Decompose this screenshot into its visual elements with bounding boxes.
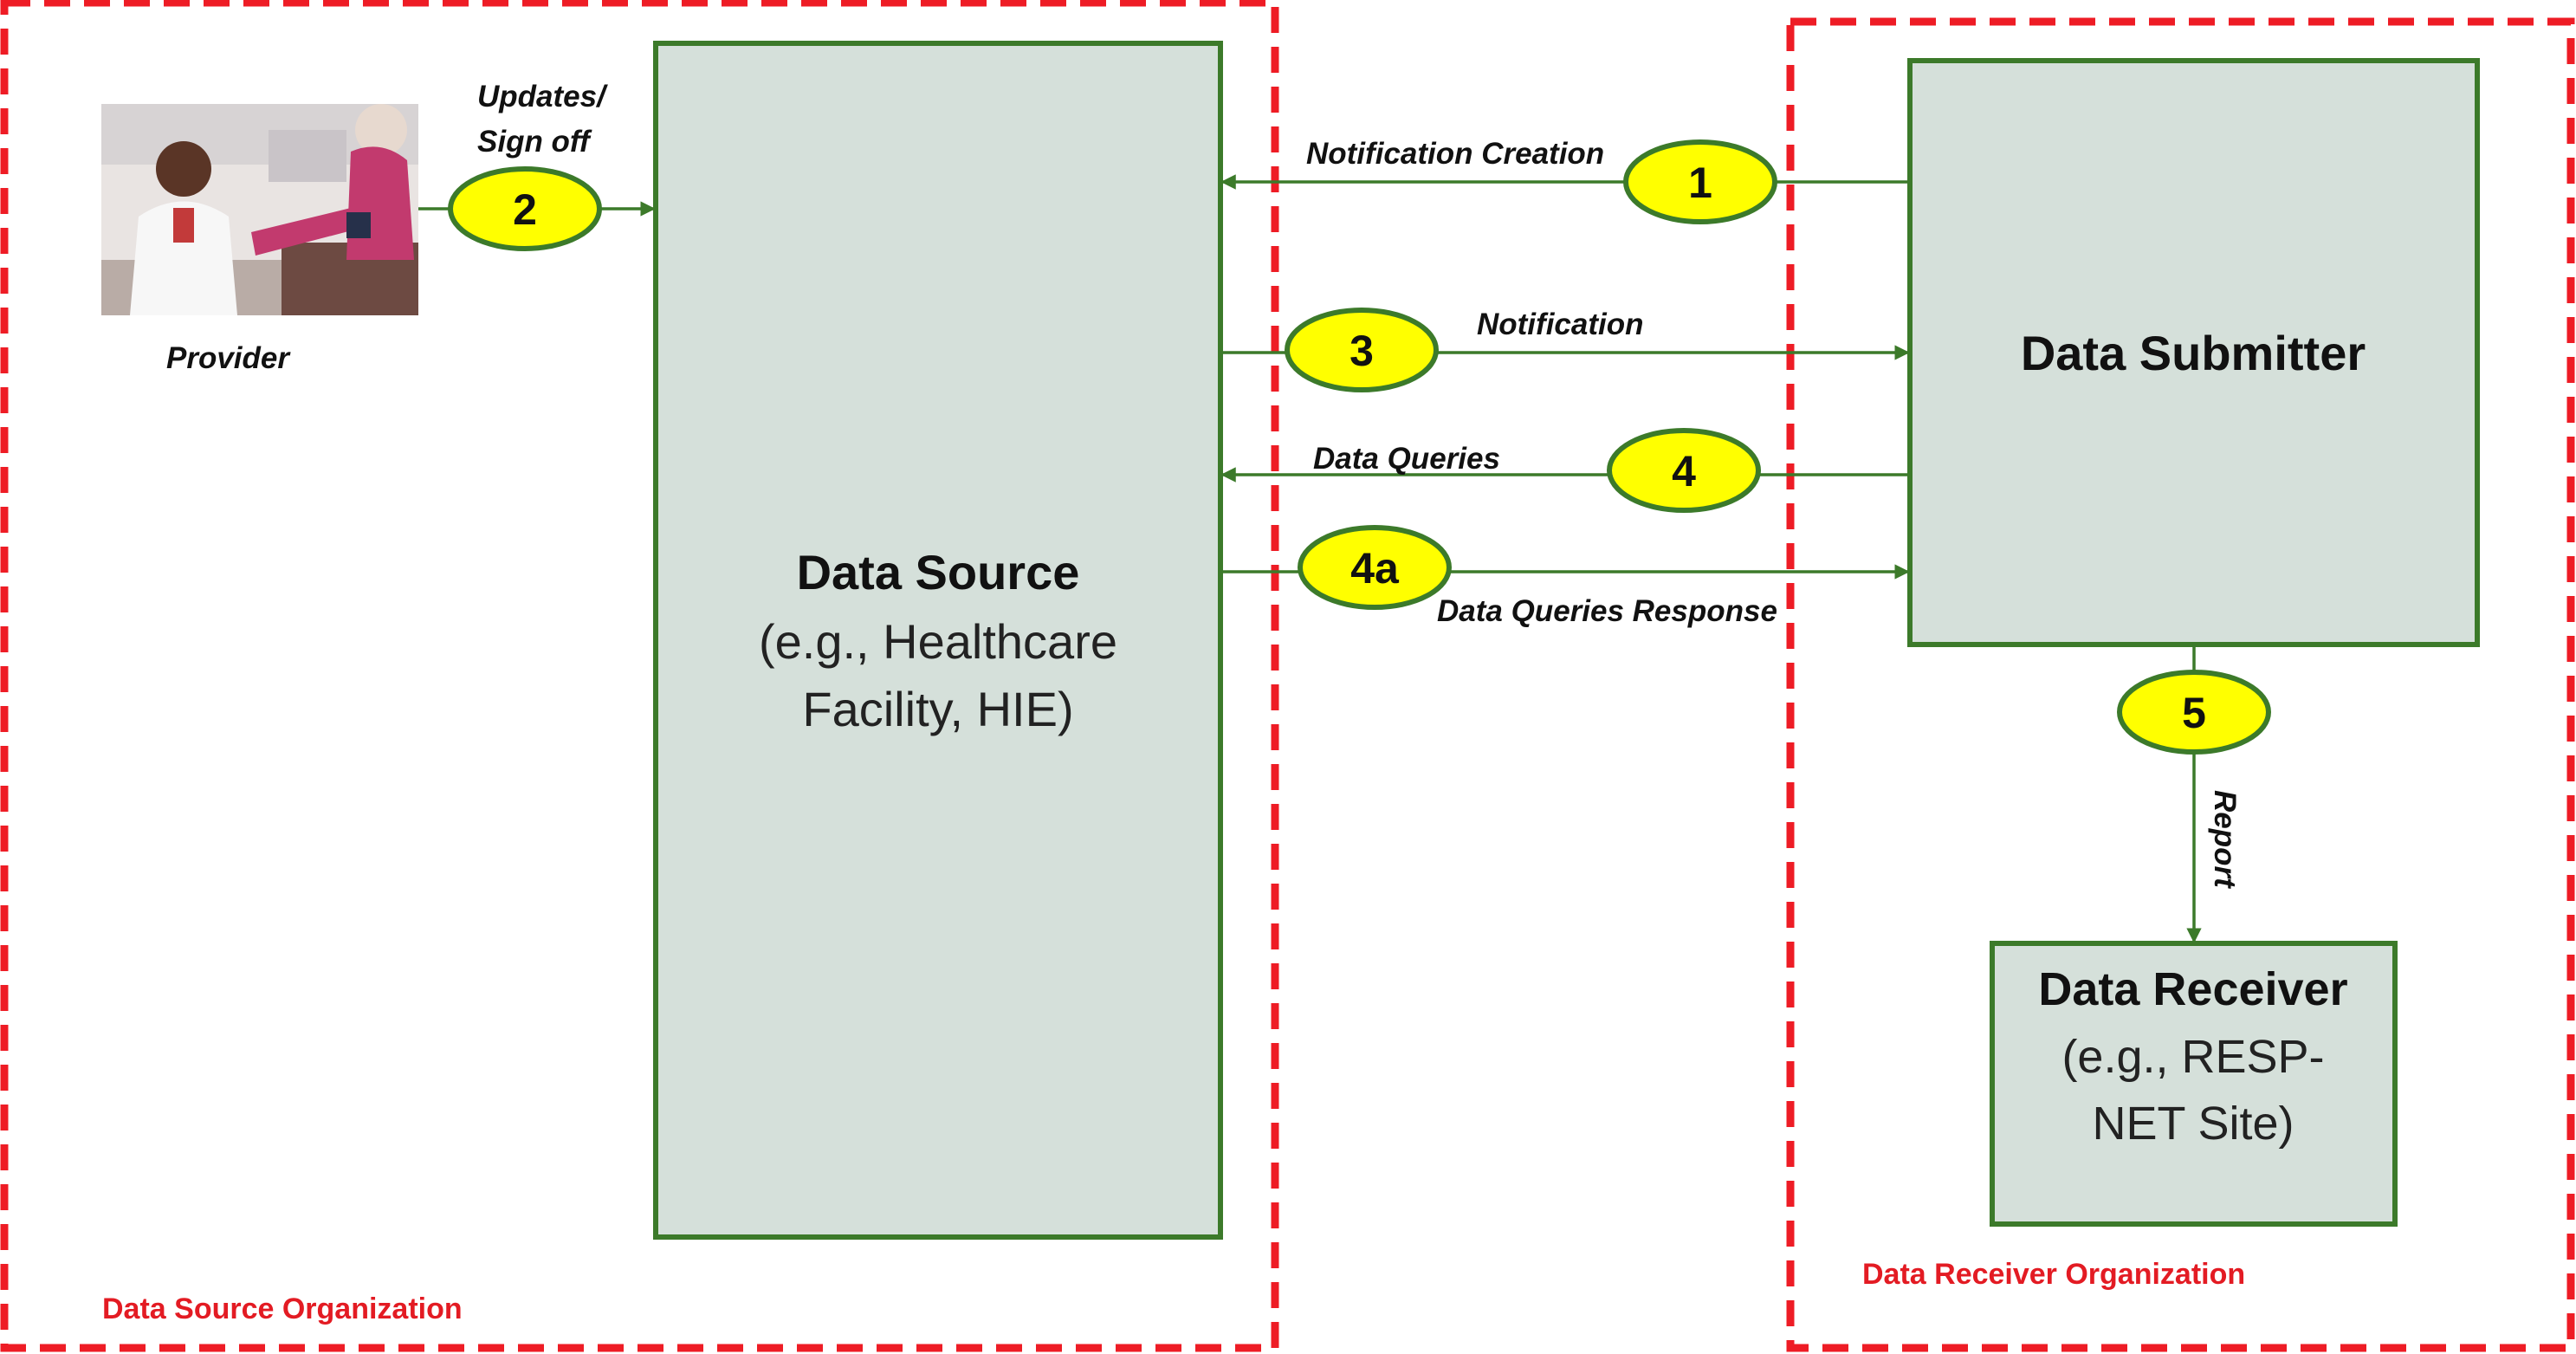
step-2-badge: 2 xyxy=(448,166,602,251)
data-receiver-organization-border xyxy=(1786,17,2575,1352)
step-4a-label: Data Queries Response xyxy=(1437,594,1777,628)
step-4-badge: 4 xyxy=(1607,428,1761,513)
step-3-label: Notification xyxy=(1477,308,1643,341)
data-receiver-organization-label: Data Receiver Organization xyxy=(1862,1258,2245,1291)
step-4-label: Data Queries xyxy=(1313,442,1500,476)
step-1-badge: 1 xyxy=(1623,139,1777,224)
data-source-example-line2: Facility, HIE) xyxy=(802,682,1073,736)
step-2-number: 2 xyxy=(513,185,537,234)
data-receiver-box: Data Receiver (e.g., RESP- NET Site) xyxy=(1990,941,2398,1227)
step-5-label: Report xyxy=(2208,790,2242,889)
step-4-number: 4 xyxy=(1672,447,1696,496)
data-submitter-title: Data Submitter xyxy=(2021,326,2366,380)
data-source-organization-border xyxy=(0,0,1279,1352)
data-source-example-line1: (e.g., Healthcare xyxy=(759,614,1117,669)
data-receiver-example-line1: (e.g., RESP- xyxy=(2061,1031,2324,1083)
step-1-number: 1 xyxy=(1688,159,1712,207)
step-3-badge: 3 xyxy=(1285,308,1439,392)
data-source-organization-label: Data Source Organization xyxy=(102,1292,463,1325)
data-submitter-box: Data Submitter xyxy=(1907,58,2480,647)
doctor-patient-photo-icon xyxy=(101,104,418,315)
step-2-label-line1: Updates/ xyxy=(477,80,608,113)
data-receiver-example-line2: NET Site) xyxy=(2092,1098,2294,1150)
step-4a-number: 4a xyxy=(1350,544,1400,593)
step-1-label: Notification Creation xyxy=(1306,137,1604,171)
data-source-box: Data Source (e.g., Healthcare Facility, … xyxy=(653,41,1223,1240)
step-2-label-line2: Sign off xyxy=(477,125,592,159)
step-3-number: 3 xyxy=(1349,327,1374,375)
step-5-badge: 5 xyxy=(2117,670,2271,755)
data-source-title: Data Source xyxy=(797,545,1080,599)
step-5-number: 5 xyxy=(2182,689,2206,737)
data-receiver-title: Data Receiver xyxy=(2038,963,2347,1015)
step-4a-badge: 4a xyxy=(1298,525,1452,610)
provider-label: Provider xyxy=(166,341,291,375)
